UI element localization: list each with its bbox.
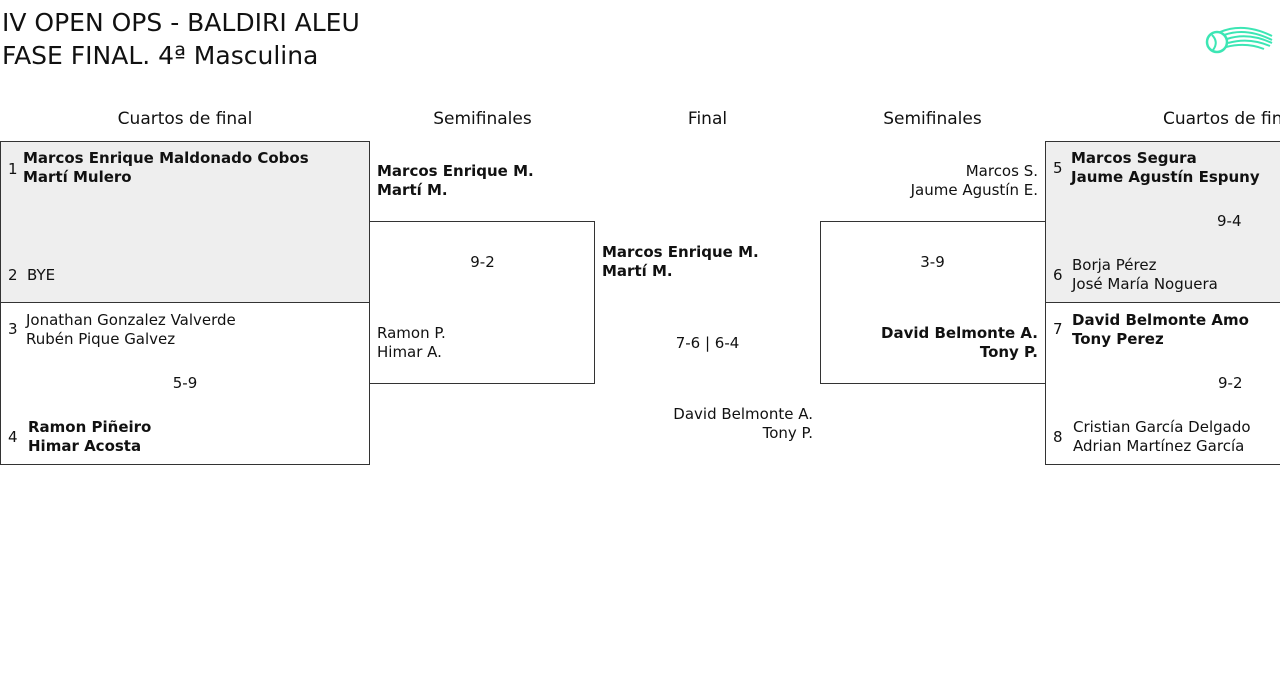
- player-name: Tony P.: [979, 343, 1038, 361]
- seed-number: 5: [1053, 159, 1063, 177]
- match-sf-left: [369, 221, 595, 384]
- player-name: Tony Perez: [1072, 330, 1164, 348]
- player-name: Jaume Agustín Espuny: [1071, 168, 1260, 186]
- player-name: BYE: [27, 266, 56, 284]
- player-name: Marcos Enrique M.: [377, 162, 534, 180]
- seed-number: 4: [8, 428, 18, 446]
- seed-number: 1: [8, 160, 18, 178]
- player-name: Ramon Piñeiro: [28, 418, 152, 436]
- player-name: Marcos Enrique Maldonado Cobos: [23, 149, 309, 167]
- match-score: 9-2: [470, 253, 495, 271]
- round-header-qf-left: Cuartos de final: [117, 109, 253, 129]
- match-score: 7-6 | 6-4: [675, 334, 740, 352]
- player-name: Marcos Enrique M.: [602, 243, 759, 261]
- player-name: Marcos Segura: [1071, 149, 1197, 167]
- round-header-qf-right: Cuartos de fin: [1163, 109, 1280, 129]
- player-name: Marcos S.: [965, 162, 1038, 180]
- player-name: Ramon P.: [377, 324, 446, 342]
- match-score: 9-2: [1218, 374, 1243, 392]
- page-title: IV OPEN OPS - BALDIRI ALEU: [2, 8, 360, 37]
- match-score: 3-9: [920, 253, 945, 271]
- player-name: José María Noguera: [1072, 275, 1218, 293]
- player-name: Borja Pérez: [1072, 256, 1157, 274]
- round-header-sf-left: Semifinales: [433, 109, 532, 129]
- match-score: 9-4: [1217, 212, 1242, 230]
- match-qf-right-2: [1045, 302, 1280, 465]
- seed-number: 3: [8, 320, 18, 338]
- tennis-ball-icon: [1205, 26, 1273, 54]
- player-name: David Belmonte A.: [673, 405, 813, 423]
- player-name: Martí Mulero: [23, 168, 132, 186]
- player-name: Himar A.: [377, 343, 442, 361]
- player-name: Adrian Martínez García: [1073, 437, 1245, 455]
- player-name: Martí M.: [377, 181, 448, 199]
- player-name: Tony P.: [762, 424, 813, 442]
- seed-number: 2: [8, 266, 18, 284]
- player-name: David Belmonte Amo: [1072, 311, 1249, 329]
- player-name: Himar Acosta: [28, 437, 142, 455]
- match-score: 5-9: [172, 374, 198, 392]
- player-name: Jaume Agustín E.: [910, 181, 1038, 199]
- page-subtitle: FASE FINAL. 4ª Masculina: [2, 41, 319, 70]
- player-name: Rubén Pique Galvez: [26, 330, 176, 348]
- seed-number: 8: [1053, 428, 1063, 446]
- match-qf-right-1: [1045, 141, 1280, 303]
- player-name: Martí M.: [602, 262, 673, 280]
- player-name: Jonathan Gonzalez Valverde: [26, 311, 236, 329]
- round-header-sf-right: Semifinales: [883, 109, 982, 129]
- round-header-final: Final: [687, 109, 728, 129]
- seed-number: 7: [1053, 320, 1063, 338]
- seed-number: 6: [1053, 266, 1063, 284]
- player-name: David Belmonte A.: [881, 324, 1038, 342]
- player-name: Cristian García Delgado: [1073, 418, 1251, 436]
